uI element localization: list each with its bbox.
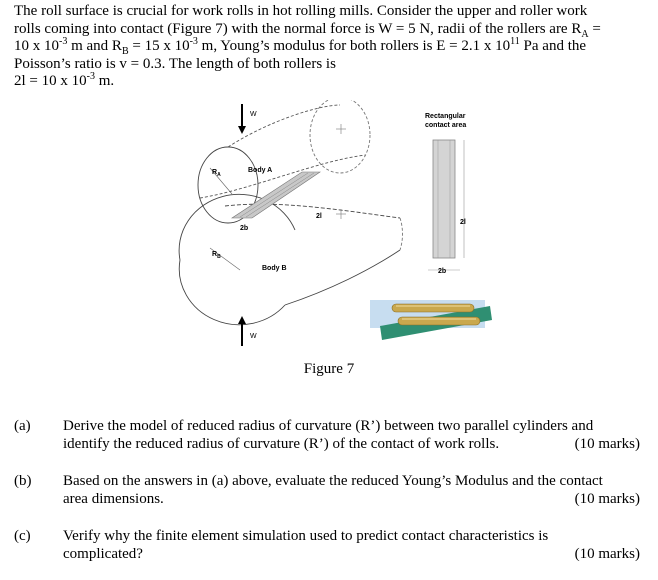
body-b-label: Body B [262, 265, 287, 272]
problem-statement: The roll surface is crucial for work rol… [14, 3, 642, 91]
question-a-line-1: Derive the model of reduced radius of cu… [63, 418, 594, 434]
rect-title-2: contact area [425, 122, 466, 129]
question-c: (c) Verify why the finite element simula… [14, 527, 642, 567]
intro-line-2: rolls coming into contact (Figure 7) wit… [14, 20, 601, 40]
rollers-3d-illustration [370, 300, 492, 340]
question-c-label: (c) [14, 528, 31, 544]
body-a-cylinder [197, 100, 371, 224]
intro-line-4: Poisson’s ratio is v = 0.3. The length o… [14, 55, 336, 72]
question-b-line-2: area dimensions. [63, 491, 164, 507]
w-bottom-label: W [250, 333, 257, 340]
intro-line-5: 2l = 10 x 10-3 m. [14, 71, 115, 90]
question-c-line-2-row: complicated? (10 marks) [63, 545, 640, 563]
rb-label: RB [212, 251, 221, 260]
question-c-marks: (10 marks) [574, 546, 640, 562]
2l-label: 2l [316, 213, 322, 220]
2b-label: 2b [240, 225, 248, 232]
rect-title-1: Rectangular [425, 113, 466, 120]
question-b-text: Based on the answers in (a) above, evalu… [63, 472, 640, 508]
question-b-marks: (10 marks) [574, 491, 640, 507]
w-top-label: W [250, 111, 257, 118]
body-b-cylinder [178, 193, 403, 326]
rect-2b-label: 2b [438, 268, 446, 275]
question-c-text: Verify why the finite element simulation… [63, 527, 640, 563]
rectangular-contact-area [432, 139, 456, 259]
rect-2l-label: 2l [460, 219, 466, 226]
figure-7-diagram: W W RA RB Body A Body B 2b 2l Rectangula… [178, 100, 492, 346]
question-b: (b) Based on the answers in (a) above, e… [14, 472, 642, 512]
question-c-line-1: Verify why the finite element simulation… [63, 528, 549, 544]
force-arrow-top [238, 104, 246, 134]
ra-label: RA [212, 169, 221, 178]
question-a-line-2-row: identify the reduced radius of curvature… [63, 435, 640, 453]
question-b-line-2-row: area dimensions. (10 marks) [63, 490, 640, 508]
contact-strip [230, 171, 321, 219]
question-a-line-2: identify the reduced radius of curvature… [63, 436, 500, 452]
question-a-text: Derive the model of reduced radius of cu… [63, 417, 640, 453]
question-c-line-2: complicated? [63, 546, 143, 562]
question-b-label: (b) [14, 473, 32, 489]
figure-caption: Figure 7 [303, 361, 355, 377]
force-arrow-bottom [238, 316, 246, 346]
question-b-line-1: Based on the answers in (a) above, evalu… [63, 473, 603, 489]
question-a: (a) Derive the model of reduced radius o… [14, 417, 642, 457]
question-a-marks: (10 marks) [574, 436, 640, 452]
body-a-label: Body A [248, 167, 272, 174]
question-a-label: (a) [14, 418, 31, 434]
intro-line-1: The roll surface is crucial for work rol… [14, 3, 588, 19]
intro-line-3: 10 x 10-3 m and RB = 15 x 10-3 m, Young’… [14, 36, 587, 57]
